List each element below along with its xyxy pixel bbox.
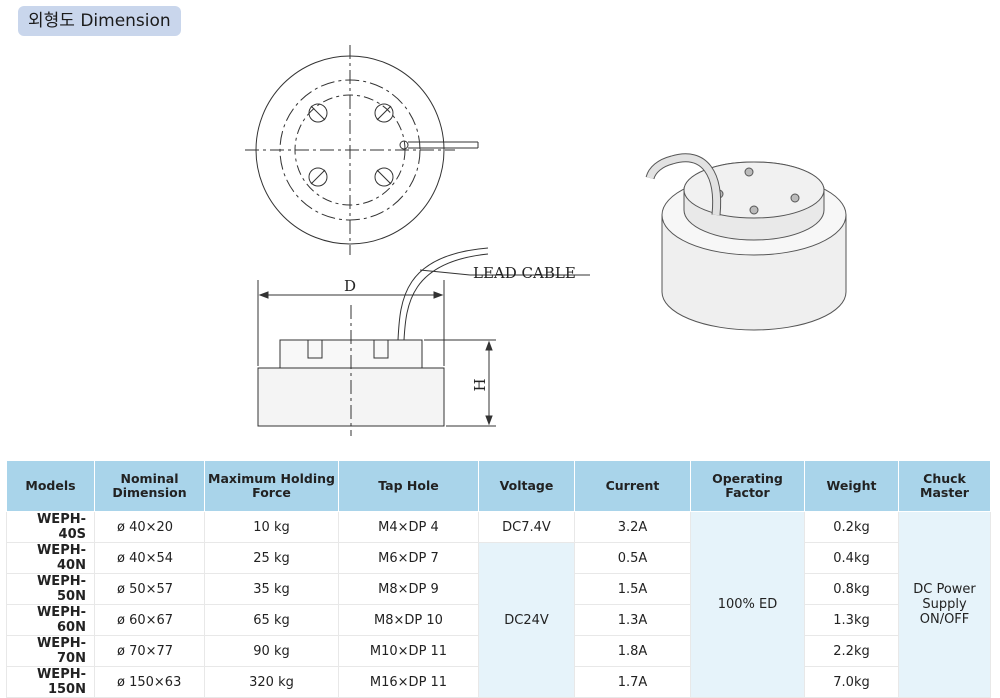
tap-cell: M8×DP 9: [338, 573, 479, 605]
current-cell: 1.5A: [574, 573, 691, 605]
tap-cell: M4×DP 4: [338, 511, 479, 543]
dimension-cell: ø 40×54: [94, 542, 205, 574]
model-cell: WEPH-60N: [6, 604, 95, 636]
spec-table: Models Nominal Dimension Maximum Holding…: [6, 460, 991, 698]
force-cell: 10 kg: [204, 511, 339, 543]
tap-cell: M8×DP 10: [338, 604, 479, 636]
dimension-drawings: D H LEAD CABLE: [245, 45, 847, 436]
force-cell: 90 kg: [204, 635, 339, 667]
tap-cell: M10×DP 11: [338, 635, 479, 667]
force-cell: 35 kg: [204, 573, 339, 605]
header-dimension: Nominal Dimension: [94, 460, 205, 512]
current-cell: 0.5A: [574, 542, 691, 574]
force-cell: 65 kg: [204, 604, 339, 636]
model-cell: WEPH-150N: [6, 666, 95, 698]
dimension-cell: ø 60×67: [94, 604, 205, 636]
dimension-cell: ø 70×77: [94, 635, 205, 667]
weight-cell: 2.2kg: [804, 635, 899, 667]
lead-cable-label: LEAD CABLE: [473, 264, 576, 282]
weight-cell: 7.0kg: [804, 666, 899, 698]
model-cell: WEPH-40S: [6, 511, 95, 543]
model-cell: WEPH-50N: [6, 573, 95, 605]
force-cell: 25 kg: [204, 542, 339, 574]
header-operating-factor: Operating Factor: [690, 460, 805, 512]
tap-cell: M16×DP 11: [338, 666, 479, 698]
model-cell: WEPH-40N: [6, 542, 95, 574]
table-row: WEPH-40S ø 40×20 10 kg M4×DP 4 DC7.4V 3.…: [6, 511, 991, 698]
table-row: WEPH-40N ø 40×54 25 kg M6×DP 7 DC24V 0.5…: [6, 542, 991, 698]
header-models: Models: [6, 460, 95, 512]
current-cell: 1.7A: [574, 666, 691, 698]
weight-cell: 0.8kg: [804, 573, 899, 605]
product-3d-view: [645, 153, 847, 331]
top-view-drawing: [245, 45, 479, 255]
header-weight: Weight: [804, 460, 899, 512]
model-cell: WEPH-70N: [6, 635, 95, 667]
chuck-master-cell: DC Power Supply ON/OFF: [898, 511, 991, 698]
header-chuck-master: Chuck Master: [898, 460, 991, 512]
current-cell: 3.2A: [574, 511, 691, 543]
d-label: D: [344, 277, 356, 295]
side-view-drawing: [257, 247, 590, 436]
header-tap-hole: Tap Hole: [338, 460, 479, 512]
header-voltage: Voltage: [478, 460, 575, 512]
weight-cell: 0.2kg: [804, 511, 899, 543]
current-cell: 1.3A: [574, 604, 691, 636]
voltage-cell: DC7.4V: [478, 511, 575, 543]
header-force: Maximum Holding Force: [204, 460, 339, 512]
table-row: WEPH-60N ø 60×67 65 kg M8×DP 10 1.3A 1.3…: [6, 604, 991, 636]
dimension-cell: ø 50×57: [94, 573, 205, 605]
force-cell: 320 kg: [204, 666, 339, 698]
table-row: WEPH-50N ø 50×57 35 kg M8×DP 9 1.5A 0.8k…: [6, 573, 991, 605]
section-tag: 외형도 Dimension: [18, 6, 181, 36]
dimension-cell: ø 150×63: [94, 666, 205, 698]
h-label: H: [471, 378, 489, 391]
table-header-row: Models Nominal Dimension Maximum Holding…: [6, 460, 991, 512]
tap-cell: M6×DP 7: [338, 542, 479, 574]
operating-factor-cell: 100% ED: [690, 511, 805, 698]
weight-cell: 0.4kg: [804, 542, 899, 574]
voltage-cell: DC24V: [478, 542, 575, 698]
weight-cell: 1.3kg: [804, 604, 899, 636]
current-cell: 1.8A: [574, 635, 691, 667]
header-current: Current: [574, 460, 691, 512]
dimension-cell: ø 40×20: [94, 511, 205, 543]
